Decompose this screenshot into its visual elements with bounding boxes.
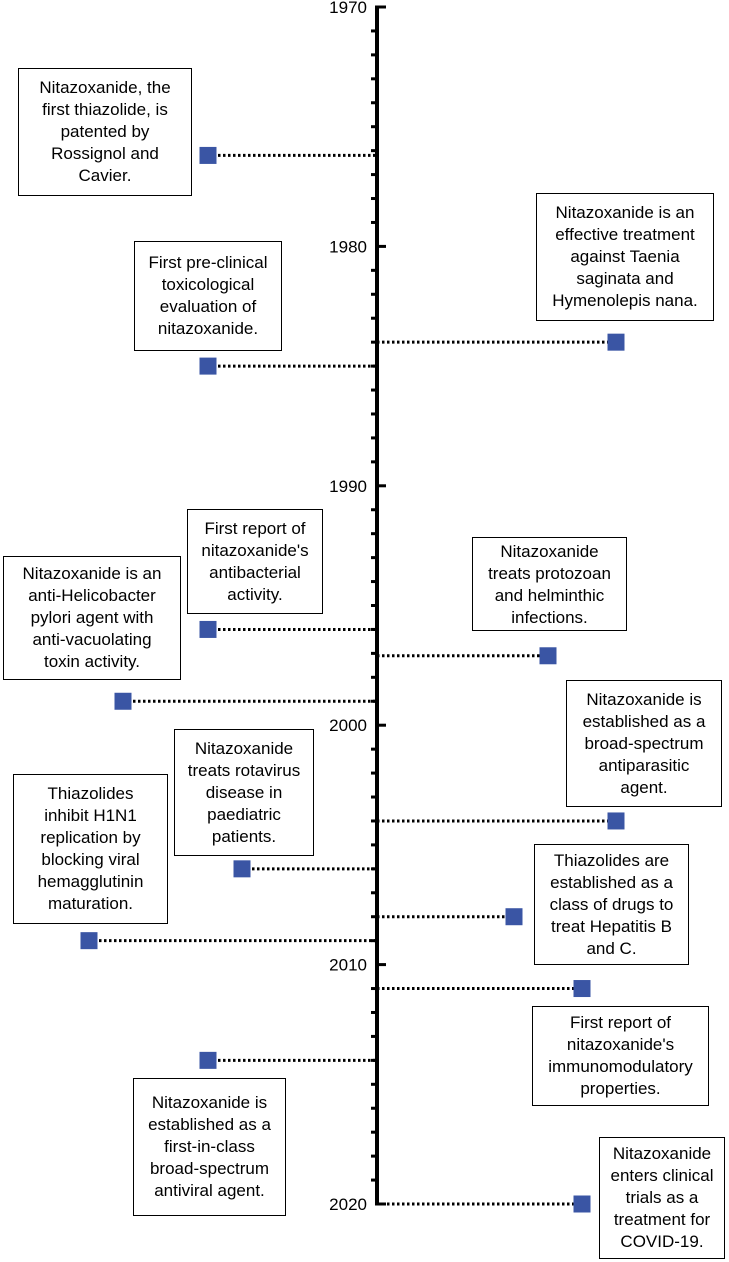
event-text-line: Nitazoxanide — [612, 1144, 712, 1163]
event-text-line: antibacterial — [209, 562, 301, 582]
event-text-line: trials as a — [625, 1188, 699, 1207]
event-box-e3: First pre-clinical toxicological evaluatio… — [134, 241, 282, 351]
event-text-line: nitazoxanide's — [201, 540, 309, 560]
event-text-line: activity. — [227, 584, 283, 604]
event-marker-e1 — [199, 146, 217, 164]
event-marker-e10 — [80, 932, 98, 950]
event-text-line: Cavier. — [78, 166, 132, 185]
event-box-e12: Nitazoxanide is established as a first-in-… — [133, 1078, 286, 1216]
event-text-line: Hymenolepis nana. — [552, 291, 698, 310]
event-marker-e5 — [539, 647, 557, 665]
event-text-line: established as a — [148, 1115, 271, 1134]
event-text-line: inhibit H1N1 — [44, 806, 137, 825]
event-text-line: anti-vacuolating — [32, 630, 152, 649]
event-text-line: agent. — [620, 777, 668, 797]
event-text-line: Nitazoxanide — [500, 542, 599, 561]
event-text-line: antiviral agent. — [154, 1181, 265, 1200]
event-marker-e6 — [114, 692, 132, 710]
event-box-e5: Nitazoxanide treats protozoan and helminth… — [472, 537, 627, 631]
year-label-2000: 2000 — [329, 716, 367, 735]
event-box-e6: Nitazoxanide is an anti-Helicobacter pylor… — [3, 556, 181, 680]
event-text-line: Thiazolides are — [553, 850, 670, 870]
event-marker-e8 — [233, 860, 251, 878]
event-text-line: patented by — [60, 122, 150, 141]
event-marker-e7 — [607, 812, 625, 830]
event-text-line: First report of — [204, 518, 306, 538]
event-box-e2: Nitazoxanide is an effective treatment aga… — [536, 193, 714, 321]
event-box-e1: Nitazoxanide, the first thiazolide, is pat… — [18, 68, 192, 196]
event-text-line: nitazoxanide. — [157, 319, 259, 338]
event-text-line: effective treatment — [555, 225, 695, 244]
event-text-line: pylori agent with — [30, 608, 154, 627]
event-text-line: Rossignol and — [51, 144, 159, 163]
event-text-line: patients. — [211, 826, 277, 846]
event-text-line: saginata and — [576, 269, 674, 288]
event-text-line: first thiazolide, is — [42, 100, 168, 119]
event-text-line: and C. — [586, 938, 637, 958]
event-text-line: against Taenia — [570, 247, 680, 266]
event-text-line: established as a — [550, 872, 673, 892]
event-text-line: properties. — [580, 1079, 661, 1098]
event-text-line: Thiazolides — [47, 784, 134, 803]
event-text-line: nitazoxanide's — [566, 1035, 675, 1054]
event-box-e11: First report of nitazoxanide's immunomodul… — [532, 1006, 709, 1106]
event-text-line: anti-Helicobacter — [28, 586, 156, 605]
event-text-line: blocking viral — [41, 850, 140, 869]
year-label-1980: 1980 — [329, 237, 367, 256]
event-text-line: toxicological — [161, 275, 255, 294]
event-text-line: immunomodulatory — [548, 1057, 693, 1076]
event-text-line: disease in — [205, 782, 283, 802]
event-text-line: First pre-clinical — [148, 253, 268, 272]
event-text-line: Nitazoxanide, the — [39, 78, 171, 97]
year-label-2020: 2020 — [329, 1195, 367, 1214]
event-text-line: paediatric — [207, 804, 281, 824]
year-label-2010: 2010 — [329, 956, 367, 975]
event-box-e13: Nitazoxanide enters clinical trials as a tr… — [599, 1137, 725, 1259]
event-text-line: evaluation of — [159, 297, 257, 316]
event-text-line: treatment for — [613, 1210, 711, 1229]
event-marker-e9 — [505, 908, 523, 926]
event-text-line: Nitazoxanide is — [151, 1093, 268, 1112]
event-text-line: first-in-class — [164, 1137, 255, 1156]
event-text-line: broad-spectrum — [584, 733, 704, 753]
event-marker-e13 — [573, 1195, 591, 1213]
event-text-line: class of drugs to — [549, 894, 674, 914]
event-text-line: toxin activity. — [43, 652, 141, 671]
event-text-line: hemagglutinin — [37, 872, 144, 891]
event-text-line: Nitazoxanide is — [586, 689, 702, 709]
event-text-line: COVID-19. — [620, 1232, 704, 1251]
event-text-line: replication by — [40, 828, 141, 847]
event-text-line: treats protozoan — [488, 564, 611, 583]
event-marker-e3 — [199, 357, 217, 375]
event-text-line: Nitazoxanide — [194, 738, 294, 758]
event-marker-e11 — [573, 980, 591, 998]
event-text-line: treats rotavirus — [187, 760, 301, 780]
event-marker-e2 — [607, 333, 625, 351]
event-text-line: First report of — [569, 1013, 672, 1032]
year-label-1970: 1970 — [329, 0, 367, 17]
event-box-e10: Thiazolides inhibit H1N1 replication by blo… — [13, 774, 168, 924]
event-text-line: maturation. — [47, 894, 134, 913]
event-text-line: broad-spectrum — [149, 1159, 270, 1178]
event-text-line: Nitazoxanide is an — [555, 203, 695, 222]
event-text-line: Nitazoxanide is an — [22, 564, 162, 583]
event-text-line: infections. — [511, 608, 588, 627]
event-text-line: and helminthic — [494, 586, 605, 605]
event-text-line: enters clinical — [610, 1166, 714, 1185]
event-marker-e12 — [199, 1051, 217, 1069]
year-label-1990: 1990 — [329, 477, 367, 496]
event-text-line: established as a — [582, 711, 706, 731]
event-text-line: treat Hepatitis B — [551, 916, 672, 936]
event-text-line: antiparasitic — [598, 755, 690, 775]
event-marker-e4 — [199, 620, 217, 638]
